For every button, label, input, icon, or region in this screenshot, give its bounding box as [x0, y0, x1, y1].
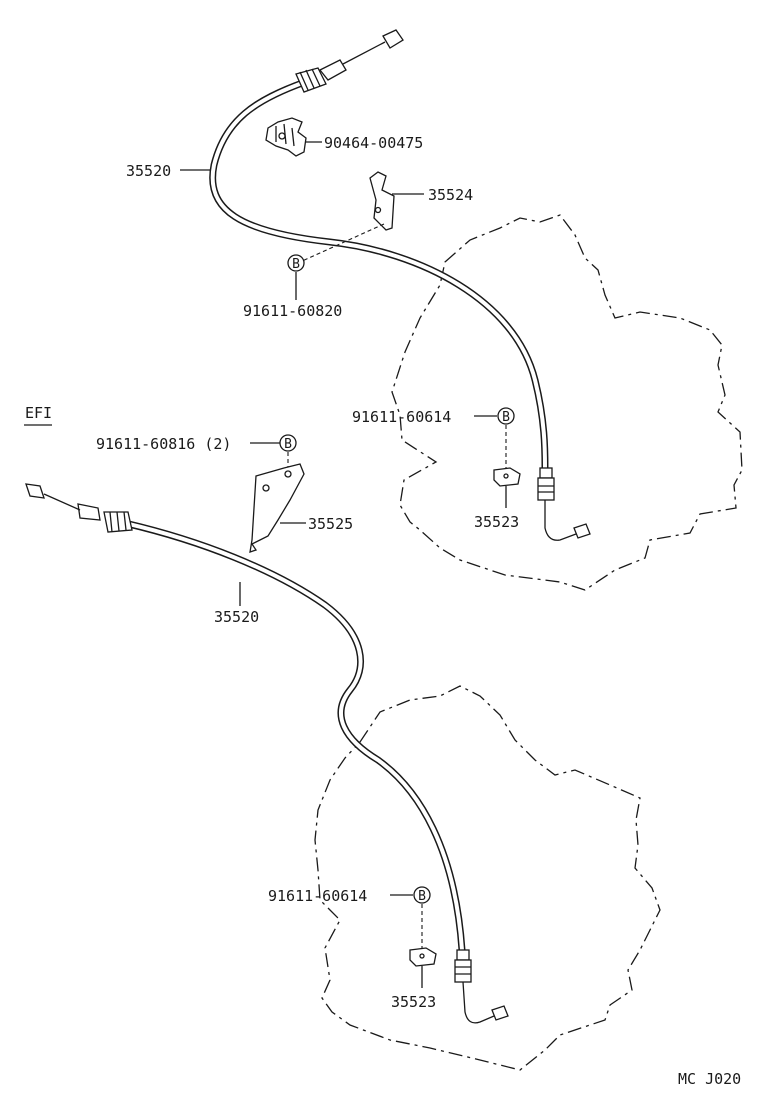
cable-35520-lower — [25, 483, 509, 1024]
label-35525: 35525 — [308, 515, 353, 533]
label-90464-00475: 90464-00475 — [324, 134, 423, 152]
label-91611-60614-lower: 91611-60614 — [268, 887, 367, 905]
label-91611-60816: 91611-60816 (2) — [96, 435, 231, 453]
bolt-91611-60816: B — [279, 434, 297, 452]
bolt-mark: B — [284, 437, 292, 452]
label-35523-lower: 35523 — [391, 993, 436, 1011]
bracket-35524 — [369, 171, 395, 231]
label-91611-60614-upper: 91611-60614 — [352, 408, 451, 426]
label-35524: 35524 — [428, 186, 473, 204]
transmission-outline-lower — [314, 685, 661, 1071]
bolt-91611-60820: B — [287, 254, 305, 272]
plate-35523-upper — [493, 467, 521, 487]
variant-label-efi: EFI — [25, 404, 52, 422]
plate-35523-lower — [409, 947, 437, 967]
bolt-mark: B — [292, 257, 300, 272]
transmission-outline-upper — [391, 214, 743, 591]
label-91611-60820: 91611-60820 — [243, 302, 342, 320]
drawing-code: MC J020 — [678, 1070, 741, 1088]
label-35520-lower: 35520 — [214, 608, 259, 626]
bolt-mark: B — [502, 410, 510, 425]
bolt-91611-60614-upper: B — [497, 407, 515, 425]
clamp-90464-00475 — [265, 117, 307, 157]
cable-35520-upper — [209, 29, 591, 541]
bolt-mark: B — [418, 889, 426, 904]
label-35520-upper: 35520 — [126, 162, 171, 180]
bolt-91611-60614-lower: B — [413, 886, 431, 904]
label-35523-upper: 35523 — [474, 513, 519, 531]
dash-bolt-upper — [299, 223, 385, 263]
bracket-35525 — [249, 463, 305, 553]
